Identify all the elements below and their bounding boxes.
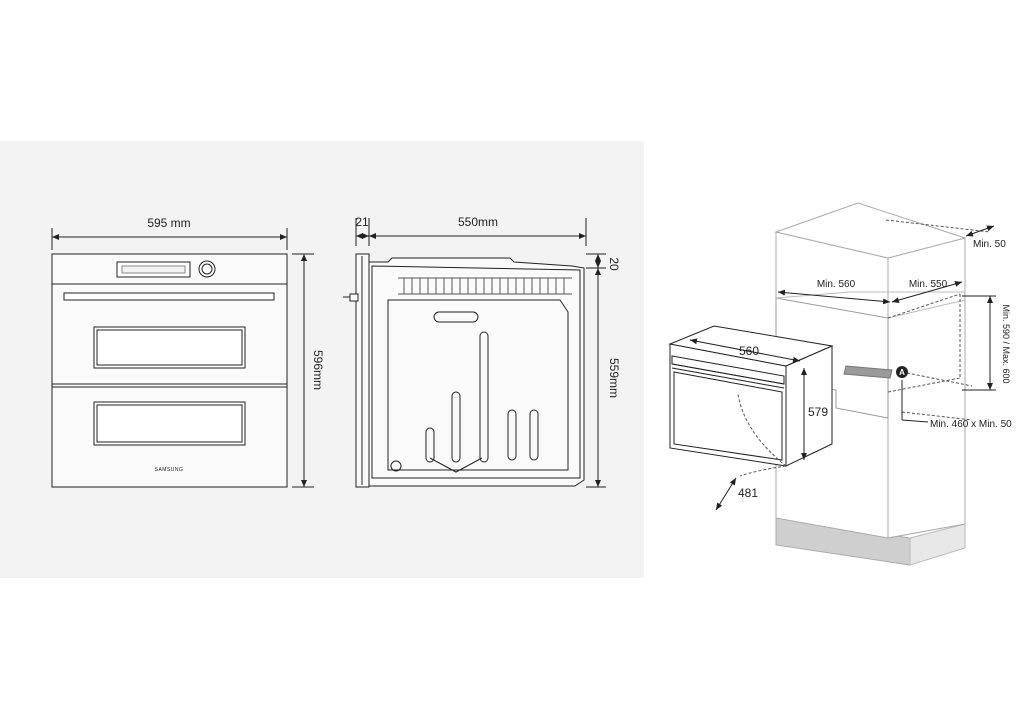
top-offset-label: 20 [607,257,621,271]
side-view [343,218,606,488]
upper-window [93,326,246,369]
vent-marker-label: A [899,368,905,377]
front-height-label: 596mm [311,350,325,390]
front-width-label: 595 mm [147,216,190,230]
oven-front-body [51,253,288,488]
side-depth-label: 550mm [458,215,498,229]
front-view [51,228,314,488]
min-top-gap-label: Min. 50 [973,239,1006,250]
cabinet-inner-depth-label: Min. 550 [909,279,948,290]
vent-slot [843,365,893,379]
oven-height-label: 579 [808,405,828,419]
door-swing-arc [737,393,787,467]
lower-window [93,401,246,446]
brand-logo: SAMSUNG [155,467,184,473]
cabinet-top [774,202,967,259]
side-depth-front-label: 21 [355,215,369,229]
side-height-label: 559mm [607,358,621,398]
min-top-gap-dimension [965,225,995,237]
oven-install-side [785,345,833,467]
door-open-depth-dimension [715,477,737,511]
cabinet-inner-width-dimension [777,289,891,305]
oven-width-label: 560 [739,344,759,358]
door-handle [63,292,275,301]
installation-view [668,202,996,566]
vent-marker [896,366,908,378]
cabinet-inner-width-label: Min. 560 [817,279,856,290]
door-open-depth-label: 481 [738,486,758,500]
oven-width-dimension [689,338,801,363]
vent-opening-label: Min. 460 x Min. 50 [930,419,1012,430]
control-knob [198,260,216,278]
cabinet-inner-depth-dimension [891,281,963,303]
opening-height-label: Min. 590 / Max. 600 [1001,304,1011,383]
